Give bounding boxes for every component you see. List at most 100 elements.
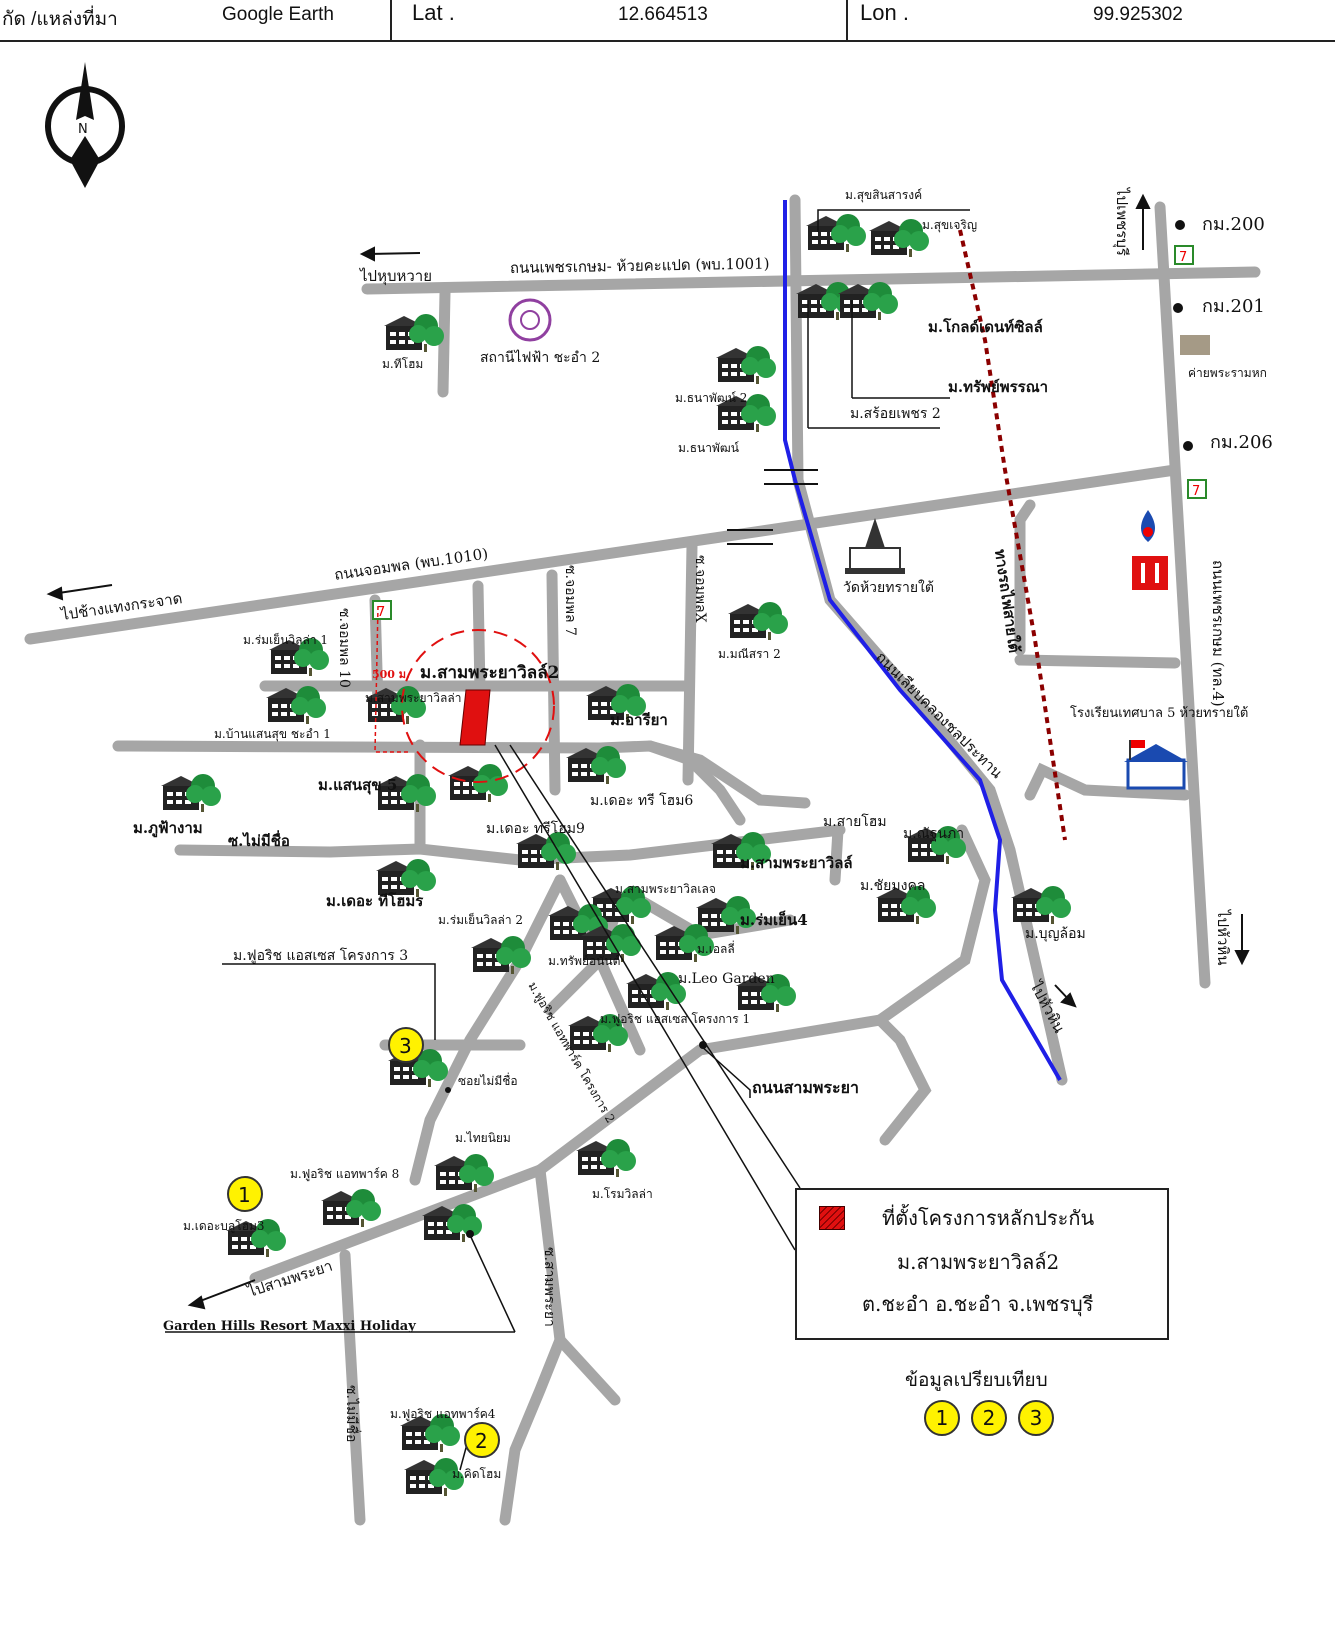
lat-value: 12.664513 [618, 4, 708, 25]
svg-text:3: 3 [399, 1034, 412, 1058]
svg-text:ม.สายโฮม: ม.สายโฮม [823, 813, 887, 830]
leader-lines [165, 209, 970, 1471]
svg-text:ถนนสามพระยา: ถนนสามพระยา [752, 1078, 859, 1097]
svg-text:กม.201: กม.201 [1202, 296, 1265, 317]
lon-label: Lon . [860, 0, 909, 25]
power-station-icon [508, 298, 552, 342]
svg-text:ไปหุบหวาย: ไปหุบหวาย [359, 267, 432, 286]
svg-text:ม.ชัยมงคล: ม.ชัยมงคล [860, 878, 925, 894]
camp-icon [1180, 335, 1210, 355]
road-phetkasem-huaykhapet [361, 266, 1261, 295]
location-header: กัด /แหล่งที่มา Google Earth Lat . 12.66… [0, 0, 1335, 42]
school-icon [1124, 740, 1188, 790]
svg-text:ม.ทรัพย์อนันต์: ม.ทรัพย์อนันต์ [548, 954, 620, 968]
svg-text:ม.ฟูอริช แอทพาร์ค 8: ม.ฟูอริช แอทพาร์ค 8 [290, 1167, 399, 1182]
svg-text:ม.สุขสินสารงค์: ม.สุขสินสารงค์ [845, 188, 922, 203]
svg-text:ถนนเพชรเกษม- ห้วยคะแปด (พบ.100: ถนนเพชรเกษม- ห้วยคะแปด (พบ.1001) [510, 254, 770, 277]
svg-text:ม.ฟูอริช แอสเซส โครงการ 3: ม.ฟูอริช แอสเซส โครงการ 3 [233, 947, 408, 964]
svg-text:ม.บ้านแสนสุข ชะอำ 1: ม.บ้านแสนสุข ชะอำ 1 [214, 727, 331, 742]
legend-address: ต.ชะอำ อ.ชะอำ จ.เพชรบุรี [862, 1292, 1094, 1316]
seven-eleven-icon: 7 7 7 [372, 245, 1207, 620]
road-network [24, 194, 1261, 1526]
subject-property: 500 ม. ม.สามพระยาวิลล์2 [372, 605, 559, 783]
svg-text:กม.206: กม.206 [1210, 432, 1273, 453]
svg-text:ม.โรมวิลล่า: ม.โรมวิลล่า [592, 1187, 653, 1201]
source-label: กัด /แหล่งที่มา [2, 9, 118, 30]
svg-text:ม.ร่มเย็นวิลล่า 2: ม.ร่มเย็นวิลล่า 2 [438, 912, 523, 927]
svg-text:ม.เอลลี่: ม.เอลลี่ [697, 940, 735, 956]
svg-text:ม.เดอะ ทีโฮมร: ม.เดอะ ทีโฮมร [326, 891, 424, 910]
svg-text:ม.ทรัพย์พรรณา: ม.ทรัพย์พรรณา [948, 378, 1048, 396]
svg-text:ม.เดอะ ทรี โฮม6: ม.เดอะ ทรี โฮม6 [590, 792, 693, 809]
road-phetkasem-4 [1154, 201, 1211, 989]
svg-text:ม.ฟูอริช แอสเซส โครงการ 1: ม.ฟูอริช แอสเซส โครงการ 1 [600, 1012, 750, 1027]
svg-text:สถานีไฟฟ้า ชะอำ 2: สถานีไฟฟ้า ชะอำ 2 [480, 349, 600, 366]
svg-text:ม.เดอะ ทรีโฮม9: ม.เดอะ ทรีโฮม9 [486, 820, 585, 837]
compass-letter: N [78, 122, 88, 137]
svg-text:ค่ายพระรามหก: ค่ายพระรามหก [1188, 366, 1267, 380]
comparison-marker-1: 1 [924, 1400, 960, 1436]
svg-text:ม.ธนาพัฒน์: ม.ธนาพัฒน์ [678, 441, 739, 455]
svg-text:ม.สุขเจริญ: ม.สุขเจริญ [922, 218, 977, 233]
svg-text:กม.200: กม.200 [1202, 214, 1265, 235]
svg-text:ซ.ไม่มีชื่อ: ซ.ไม่มีชื่อ [343, 1385, 361, 1442]
temple-icon [845, 518, 905, 574]
svg-text:ม.ภูฟ้างาม: ม.ภูฟ้างาม [133, 819, 203, 838]
comparison-title: ข้อมูลเปรียบเทียบ [905, 1369, 1048, 1391]
railway-line [958, 229, 1067, 841]
svg-text:ม.เดอะบลูโฮม3: ม.เดอะบลูโฮม3 [183, 1219, 265, 1234]
svg-text:ม.ไทยนิยม: ม.ไทยนิยม [455, 1131, 511, 1145]
svg-text:ม.ธนาพัฒน์ 2: ม.ธนาพัฒน์ 2 [675, 391, 747, 405]
svg-text:ซอยไม่มีชื่อ: ซอยไม่มีชื่อ [458, 1072, 518, 1088]
svg-text:ม.สร้อยเพชร 2: ม.สร้อยเพชร 2 [850, 406, 941, 422]
svg-text:ไปเพชรบุรี: ไปเพชรบุรี [1112, 187, 1131, 256]
svg-text:ม.ณัฐนภา: ม.ณัฐนภา [903, 826, 964, 842]
svg-text:โรงเรียนเทศบาล 5 ห้วยทรายใต้: โรงเรียนเทศบาล 5 ห้วยทรายใต้ [1070, 705, 1248, 721]
legend-title: ที่ตั้งโครงการหลักประกัน [882, 1206, 1095, 1230]
svg-text:วัดห้วยทรายใต้: วัดห้วยทรายใต้ [843, 579, 934, 596]
header-divider [846, 0, 848, 40]
svg-text:ไปหัวหิน: ไปหัวหิน [1214, 909, 1232, 966]
radius-label: 500 ม. [372, 668, 410, 681]
svg-text:7: 7 [377, 605, 385, 620]
landmark-labels: สถานีไฟฟ้า ชะอำ 2 วัดห้วยทรายใต้ ค่ายพระ… [163, 349, 1267, 1334]
svg-text:ม.Leo Garden: ม.Leo Garden [678, 971, 775, 987]
km-markers: กม.200 กม.201 กม.206 [1173, 214, 1273, 453]
svg-text:ม.ฟูอริช แอทพาร์ค โครงการ 2: ม.ฟูอริช แอทพาร์ค โครงการ 2 [525, 980, 618, 1126]
svg-text:ม.สามพระยาวิลล่า: ม.สามพระยาวิลล่า [365, 691, 461, 705]
svg-text:ซ.ไม่มีชื่อ: ซ.ไม่มีชื่อ [228, 830, 290, 850]
svg-text:1: 1 [238, 1183, 251, 1207]
svg-text:ม.คิดโฮม: ม.คิดโฮม [452, 1467, 501, 1481]
road-liap-khlong [789, 194, 1068, 1086]
svg-text:Garden Hills Resort Maxxi Holi: Garden Hills Resort Maxxi Holiday [163, 1319, 416, 1334]
comparison-markers-map: 3 1 2 [227, 1027, 500, 1458]
subject-label: ม.สามพระยาวิลล์2 [420, 662, 559, 683]
svg-text:ซ.จอมพลX: ซ.จอมพลX [692, 555, 708, 623]
svg-text:ม.โกลด์เดนท์ซิลล์: ม.โกลด์เดนท์ซิลล์ [928, 317, 1043, 336]
svg-text:ม.ทีโฮม: ม.ทีโฮม [382, 357, 423, 371]
comparison-marker-3: 3 [1018, 1400, 1054, 1436]
svg-text:ม.ร่มเย็น4: ม.ร่มเย็น4 [740, 910, 808, 929]
legend-box: ที่ตั้งโครงการหลักประกัน ม.สามพระยาวิลล์… [795, 1188, 1169, 1340]
svg-text:ม.มณีสรา 2: ม.มณีสรา 2 [718, 647, 781, 661]
svg-text:2: 2 [475, 1429, 488, 1453]
svg-text:ม.ร่มเย็นวิลล่า 1: ม.ร่มเย็นวิลล่า 1 [243, 632, 328, 647]
location-map: N [24, 62, 1273, 1526]
north-arrow-icon: N [45, 62, 125, 188]
svg-text:ม.สามพระยาวิลเลจ: ม.สามพระยาวิลเลจ [615, 882, 716, 896]
subject-swatch-icon [819, 1206, 845, 1230]
road-branch [437, 287, 451, 398]
svg-text:ซ.สามพระยา: ซ.สามพระยา [541, 1247, 557, 1327]
svg-text:7: 7 [1192, 484, 1200, 499]
svg-text:ม.แสนสุข 5: ม.แสนสุข 5 [318, 776, 397, 795]
irrigation-canal [783, 200, 1062, 1082]
svg-text:ม.สามพระยาวิลล์: ม.สามพระยาวิลล์ [740, 854, 853, 872]
header-divider [390, 0, 392, 40]
road-chom-phon [24, 464, 1181, 645]
svg-text:ถนนเพชรเกษม (ทล.4): ถนนเพชรเกษม (ทล.4) [1209, 560, 1227, 707]
svg-text:ซ.จอมพล 7: ซ.จอมพล 7 [562, 565, 578, 636]
svg-text:7: 7 [1179, 250, 1187, 265]
svg-text:ม.อารียา: ม.อารียา [610, 711, 668, 729]
svg-text:ถนนเลียบคลองชลประทาน: ถนนเลียบคลองชลประทาน [872, 648, 1006, 782]
svg-text:ม.ฟูอริช แอทพาร์ค4: ม.ฟูอริช แอทพาร์ค4 [390, 1407, 496, 1422]
